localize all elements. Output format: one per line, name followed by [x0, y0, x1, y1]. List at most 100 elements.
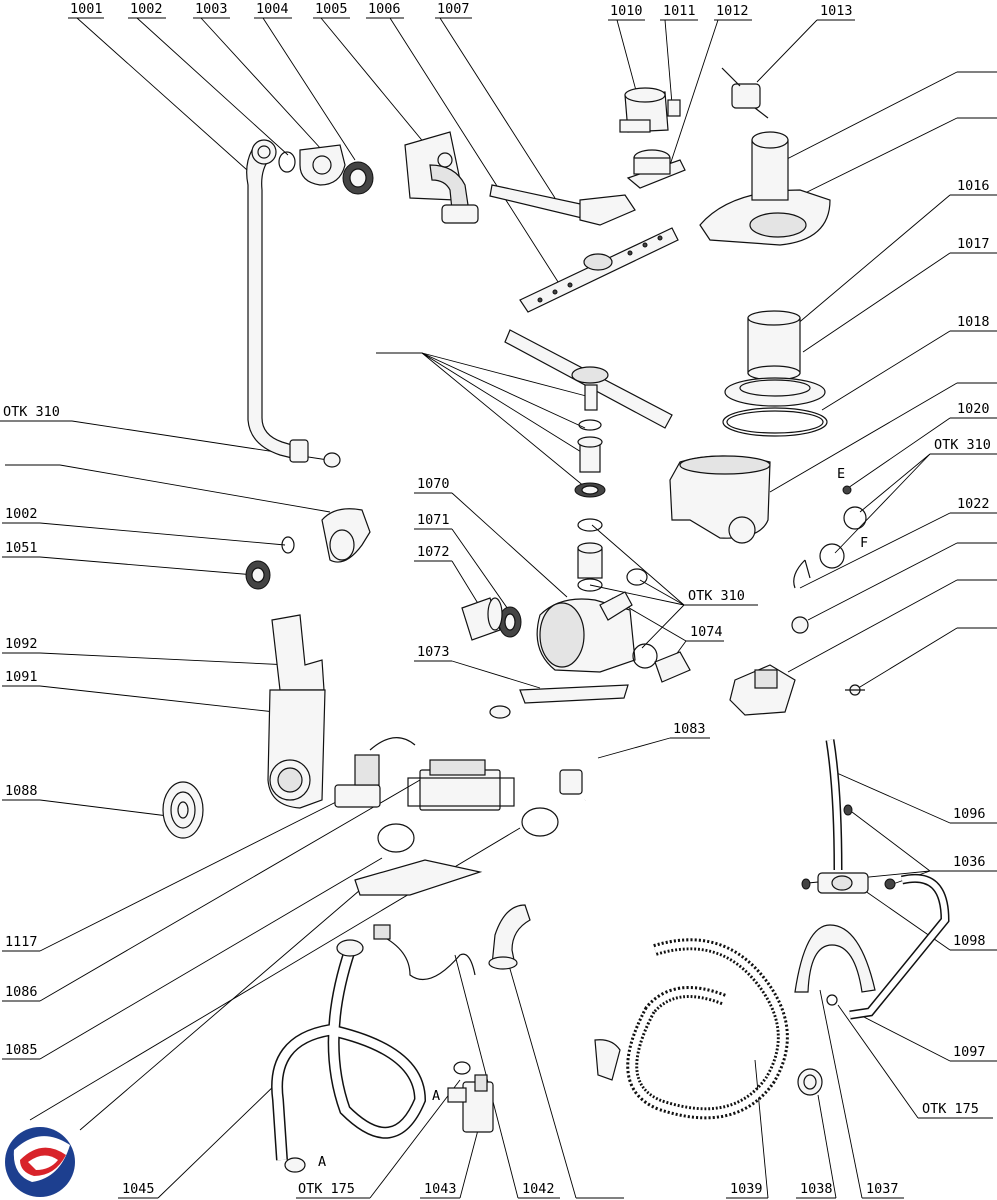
part-1020-clamp-e[interactable]: [842, 485, 852, 495]
callout-1016[interactable]: 1016: [795, 178, 997, 326]
part-1045-inlet-hose[interactable]: [271, 939, 427, 1173]
part-1072-pipe[interactable]: [461, 597, 503, 641]
callout-1086[interactable]: 1086: [2, 779, 421, 1002]
part-1038-drain-cap[interactable]: [797, 1068, 823, 1096]
part-1012-cap[interactable]: [626, 149, 686, 189]
callout-1045[interactable]: 1045: [118, 1081, 279, 1199]
part-1017-filter-base[interactable]: [724, 377, 826, 407]
part-1041-aquastop-connector[interactable]: [488, 904, 531, 970]
part-spray-arm-seal[interactable]: [574, 482, 606, 498]
part-1088-filter-disc[interactable]: [162, 781, 204, 839]
part-1092-air-break-top[interactable]: [271, 614, 325, 691]
part-1091-air-break[interactable]: [267, 689, 326, 809]
part-1006-upper-spray-arm[interactable]: [519, 227, 679, 313]
part-1070-circulation-pump[interactable]: [536, 591, 636, 673]
part-1117-control-module[interactable]: [407, 759, 515, 811]
callout-1001[interactable]: 1001: [68, 1, 257, 179]
callout-otk175-right[interactable]: ОТК 175: [837, 1004, 993, 1119]
callout-1083[interactable]: 1083: [597, 721, 710, 759]
callout-1018[interactable]: 1018: [821, 314, 997, 411]
part-1036-clamps[interactable]: [801, 804, 896, 890]
part-1013-sensor[interactable]: [721, 67, 769, 119]
callout-1073[interactable]: 1073: [414, 644, 541, 689]
part-1001-riser-pipe[interactable]: [246, 139, 341, 468]
callout-1003[interactable]: 1003: [193, 1, 323, 151]
callout-1085[interactable]: 1085: [2, 857, 383, 1060]
callout-1039[interactable]: 1039: [726, 1059, 769, 1199]
part-1011-clip[interactable]: [667, 99, 681, 117]
part-1039-drain-hose[interactable]: [594, 938, 789, 1120]
part-1007-upper-spray-tube[interactable]: [489, 184, 636, 226]
part-1097-drain-pipe[interactable]: [849, 873, 950, 1020]
part-sump-housing[interactable]: [669, 455, 771, 544]
callout-1070[interactable]: 1070: [414, 476, 568, 598]
part-1083-hose[interactable]: [489, 705, 602, 803]
part-1022-hook[interactable]: [793, 559, 811, 589]
part-coupling-tube[interactable]: [577, 542, 603, 579]
callout-otk175-bottom[interactable]: ОТК 175: [296, 1079, 461, 1199]
part-1074-coupling[interactable]: [632, 643, 691, 683]
part-1002-o-ring[interactable]: [278, 151, 296, 173]
callout-1013[interactable]: 1013: [756, 3, 855, 83]
part-1004-seal[interactable]: [342, 161, 374, 195]
part-1085-clamp[interactable]: [521, 807, 559, 837]
part-bracket-plate[interactable]: [354, 859, 483, 896]
callout-1037[interactable]: 1037: [819, 989, 904, 1199]
part-heater-pump[interactable]: [729, 664, 796, 716]
callout-1088[interactable]: 1088: [2, 783, 169, 817]
part-1086-clamp[interactable]: [377, 823, 415, 853]
callout-1071[interactable]: 1071: [414, 512, 511, 613]
part-1016-filter[interactable]: [747, 310, 801, 381]
part-lower-spray-arm[interactable]: [504, 329, 673, 429]
callout-1036[interactable]: 1036: [807, 811, 997, 886]
part-1005-water-distributor[interactable]: [404, 131, 479, 224]
callout-1012[interactable]: 1012: [669, 3, 752, 166]
callout-1051[interactable]: 1051: [2, 540, 256, 576]
callout-1004[interactable]: 1004: [254, 1, 356, 161]
part-1051-nut[interactable]: [245, 560, 271, 590]
callout-1006[interactable]: 1006: [366, 1, 561, 286]
part-1096-pipe[interactable]: [825, 739, 843, 871]
part-1071-seal[interactable]: [498, 606, 522, 638]
part-inlet-valve[interactable]: [334, 737, 416, 808]
part-1043-inlet-valve[interactable]: [447, 1061, 494, 1133]
part-clamp-mid[interactable]: [577, 568, 648, 592]
part-small-fitting[interactable]: [845, 684, 865, 696]
part-spray-arm-hub[interactable]: [577, 436, 603, 473]
callout-otk310-right[interactable]: ОТК 310: [834, 437, 997, 554]
callout-1038[interactable]: 1038: [796, 1094, 837, 1199]
callout-1043[interactable]: 1043: [420, 1129, 479, 1199]
part-1098-check-valve[interactable]: [817, 872, 869, 894]
callout-1007[interactable]: 1007: [435, 1, 556, 199]
part-1018-gasket[interactable]: [722, 407, 828, 437]
callout-1017[interactable]: 1017: [802, 236, 997, 353]
callout-otk310-center[interactable]: ОТК 310: [589, 524, 758, 649]
callout-1097[interactable]: 1097: [859, 1014, 997, 1062]
part-water-guide[interactable]: [321, 508, 371, 563]
callout-1091[interactable]: 1091: [2, 669, 276, 713]
callout-1010[interactable]: 1010: [608, 3, 645, 99]
part-salt-container[interactable]: [699, 131, 831, 246]
part-1042-power-cable[interactable]: [373, 924, 476, 981]
part-clamp-upper[interactable]: [577, 518, 603, 532]
callout-1072[interactable]: 1072: [414, 544, 483, 611]
part-float-switch[interactable]: [791, 616, 809, 634]
callout-1002-lower[interactable]: 1002: [2, 506, 286, 546]
part-1020-hose-clamps[interactable]: [819, 506, 867, 569]
callout-unlabeled-1019: [769, 382, 997, 493]
callout-1096[interactable]: 1096: [829, 769, 997, 824]
callout-1092[interactable]: 1092: [2, 636, 291, 666]
part-1003-bracket[interactable]: [299, 144, 346, 186]
part-spray-arm-ring[interactable]: [578, 419, 602, 431]
callout-1002[interactable]: 1002: [128, 1, 289, 156]
callout-1005[interactable]: 1005: [313, 1, 431, 151]
callout-1020[interactable]: 1020: [847, 401, 997, 489]
callout-1011[interactable]: 1011: [660, 3, 698, 105]
callout-1117[interactable]: 1117: [2, 799, 341, 952]
part-1037-hose-bracket[interactable]: [794, 924, 876, 1006]
callout-1042[interactable]: 1042: [454, 954, 560, 1199]
part-1073-base-plate[interactable]: [519, 684, 629, 704]
callout-1022[interactable]: 1022: [799, 496, 997, 589]
part-1010-detergent-holder[interactable]: [619, 87, 669, 133]
part-1002-lower-ring[interactable]: [281, 536, 295, 554]
